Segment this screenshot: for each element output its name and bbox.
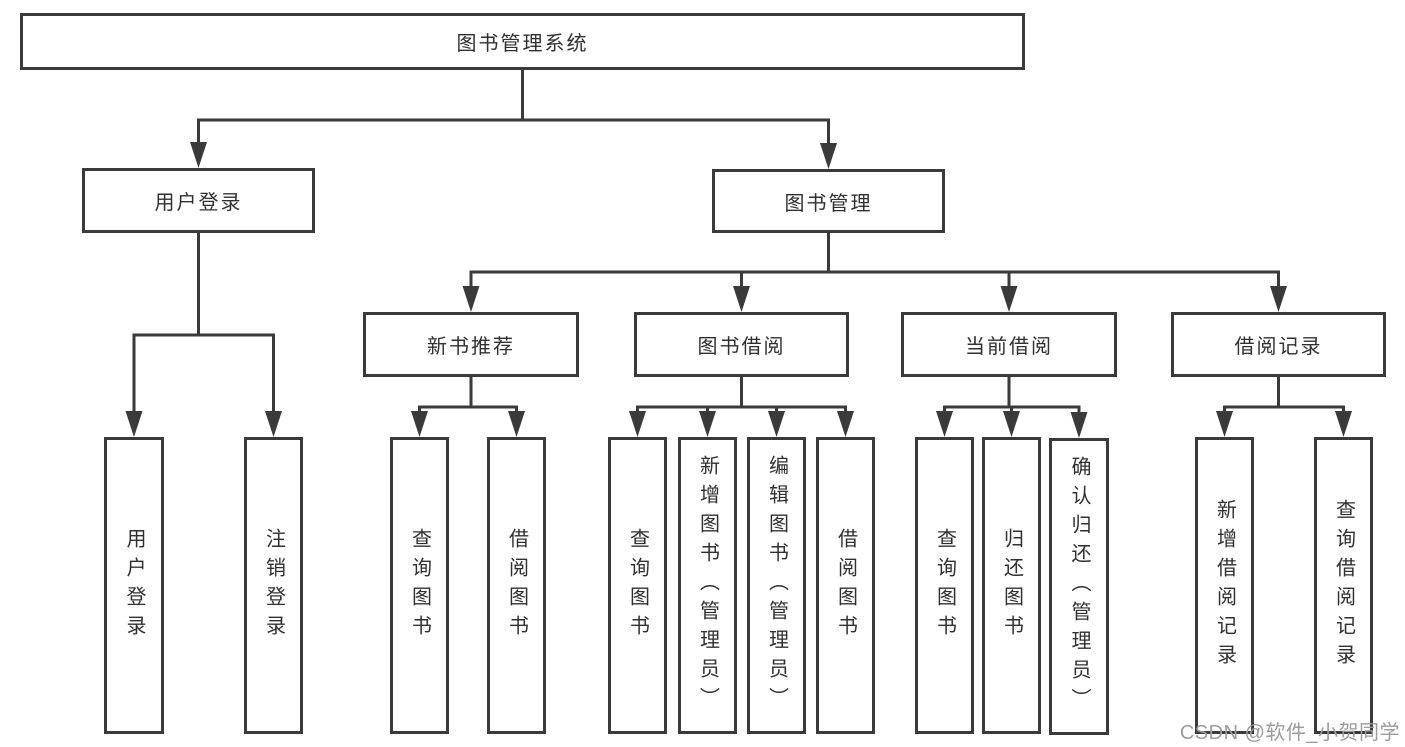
node-leaf-query-book-c: 查询图书 [915,437,974,734]
node-leaf-user-login: 用户登录 [104,437,164,734]
node-label-leaf-borrow-book-b: 借阅图书 [834,527,857,644]
watermark-text: CSDN @软件_小贺同学 [1179,722,1400,744]
node-label-root: 图书管理系统 [456,33,589,55]
node-label-new-book-rec: 新书推荐 [427,336,515,358]
node-label-leaf-add-record: 新增借阅记录 [1213,498,1236,673]
node-root: 图书管理系统 [20,13,1025,70]
node-label-leaf-query-book-b: 查询图书 [626,527,649,644]
node-label-leaf-confirm-return: 确认归还（管理员） [1068,456,1090,717]
node-current-borrow: 当前借阅 [901,312,1117,377]
node-label-user-login: 用户登录 [154,192,243,214]
node-label-leaf-user-login: 用户登录 [123,527,145,644]
node-leaf-logout: 注销登录 [244,437,303,734]
node-borrow-records: 借阅记录 [1171,312,1386,377]
node-label-leaf-query-record: 查询借阅记录 [1332,498,1355,673]
node-book-mgmt: 图书管理 [712,169,945,233]
node-label-leaf-borrow-book-a: 借阅图书 [505,527,528,644]
node-label-leaf-logout: 注销登录 [262,527,285,644]
node-leaf-query-record: 查询借阅记录 [1314,437,1373,734]
node-label-leaf-query-book-a: 查询图书 [408,527,431,644]
node-leaf-confirm-return: 确认归还（管理员） [1049,438,1109,735]
node-leaf-borrow-book-a: 借阅图书 [487,437,546,734]
node-book-borrow: 图书借阅 [634,312,849,377]
node-user-login: 用户登录 [82,168,315,233]
node-leaf-query-book-a: 查询图书 [390,437,449,734]
node-leaf-edit-book: 编辑图书（管理员） [747,437,806,734]
node-new-book-rec: 新书推荐 [363,312,579,377]
node-label-leaf-query-book-c: 查询图书 [933,527,956,644]
node-label-leaf-edit-book: 编辑图书（管理员） [765,455,788,716]
node-label-current-borrow: 当前借阅 [965,336,1053,358]
node-label-leaf-add-book: 新增图书（管理员） [696,455,719,716]
node-leaf-borrow-book-b: 借阅图书 [816,437,875,734]
node-leaf-return-book: 归还图书 [982,437,1041,734]
node-label-book-mgmt: 图书管理 [784,192,873,215]
node-label-borrow-records: 借阅记录 [1234,336,1323,358]
node-leaf-query-book-b: 查询图书 [608,437,667,734]
node-label-book-borrow: 图书借阅 [697,336,786,358]
node-label-leaf-return-book: 归还图书 [1000,527,1023,644]
node-leaf-add-book: 新增图书（管理员） [678,437,737,734]
node-leaf-add-record: 新增借阅记录 [1195,437,1254,734]
